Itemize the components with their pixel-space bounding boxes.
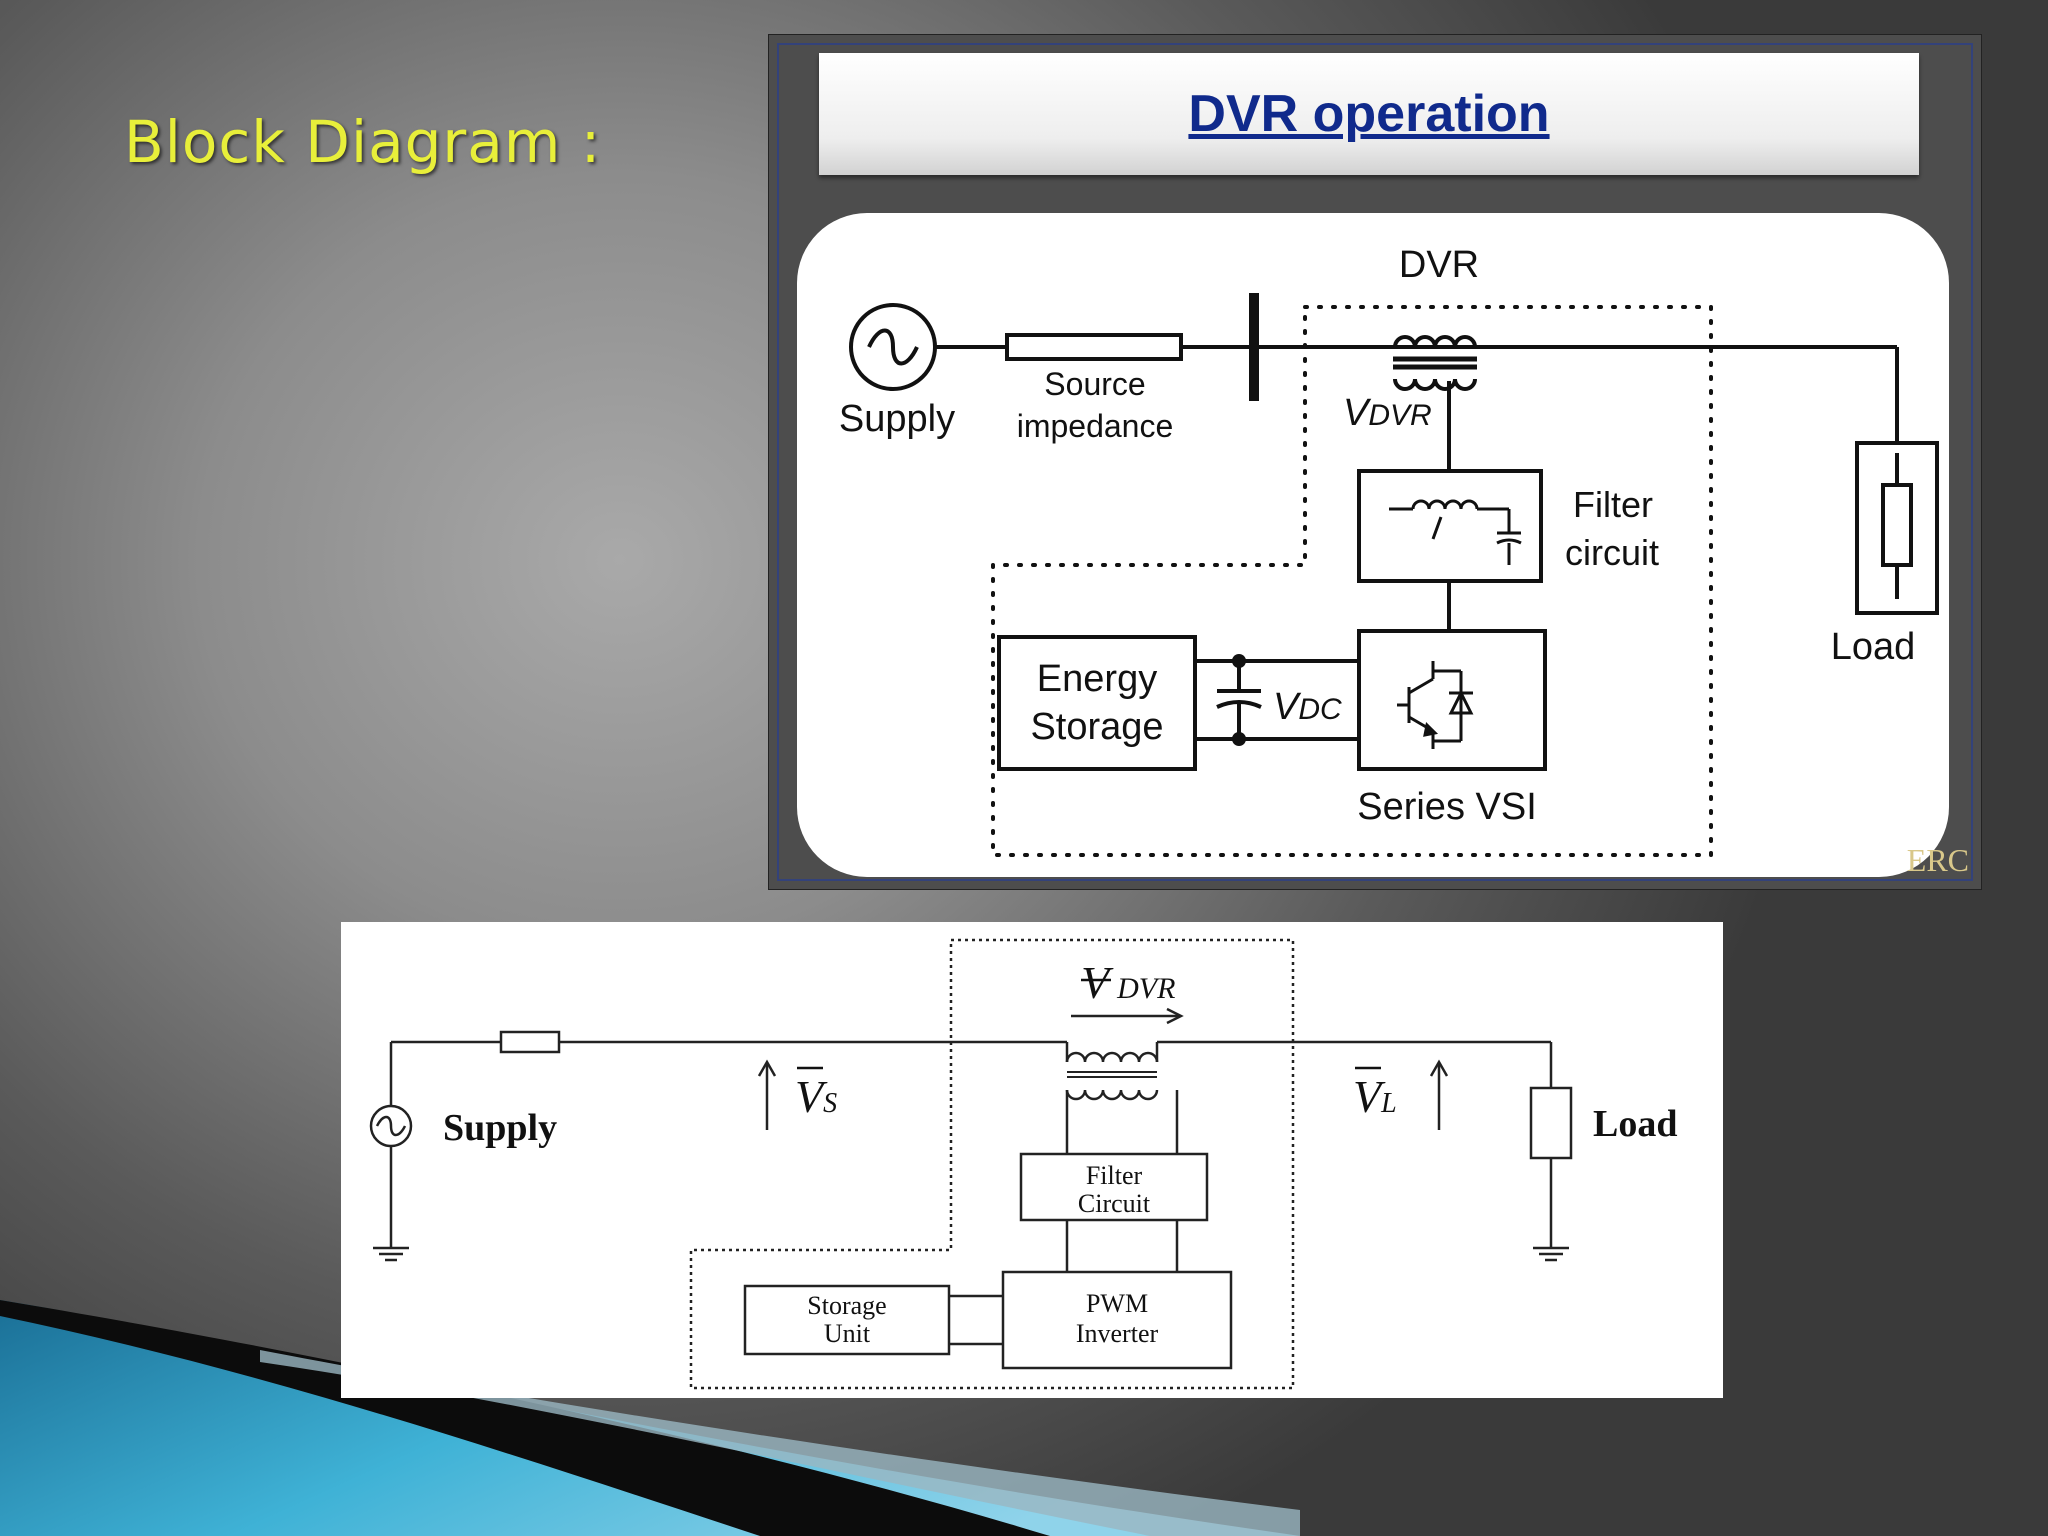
sine-wave-icon [867,328,919,366]
vdvr-label: VDVR [1343,392,1432,434]
load-label: Load [1831,626,1916,668]
junction-dot [1232,732,1246,746]
source-impedance-label-line2: impedance [1017,408,1174,444]
energy-storage-block [997,635,1197,771]
filter-circuit-block [1019,1152,1209,1222]
sine-wave-icon [375,1115,407,1137]
pwm-label-line2: Inverter [1076,1319,1159,1348]
load-resistor-icon [1881,483,1913,567]
figure-frame [777,43,1973,881]
source-impedance-block [499,1030,561,1054]
storage-unit-block [743,1284,951,1356]
dvr-boundary [991,305,1713,857]
series-vsi-label: Series VSI [1357,786,1537,828]
filter-label-line1: Filter [1573,484,1653,525]
dc-capacitor-icon [1216,661,1262,739]
pwm-label-line1: PWM [1086,1289,1148,1318]
supply-label: Supply [839,398,955,440]
source-impedance-block [1005,333,1183,361]
vl-arrow-icon [1429,1059,1449,1130]
load-resistor-icon [1529,1086,1573,1160]
series-transformer-icon [1065,1042,1159,1101]
dvr-operation-figure: DVR operation [768,34,1982,890]
dvr-circuit-diagram: DVR Supply Source impedance VDVR Filter … [839,244,1939,857]
supply-label: Supply [443,1107,557,1149]
filter-label-line2: Circuit [1078,1189,1151,1218]
figure-title-banner: DVR operation [819,53,1919,175]
filter-circuit-block [1357,469,1543,583]
dvr-boundary [689,938,1295,1390]
igbt-switch-icon [1397,661,1474,749]
dvr-circuit-panel: DVR Supply Source impedance VDVR Filter … [797,213,1949,877]
vdc-label: VDC [1273,686,1342,728]
dvr-label: DVR [1399,244,1479,286]
dvr-schematic-diagram: VDVR VS VL Supply Load Filter Circuit St… [369,938,1677,1390]
storage-label-line2: Unit [824,1319,871,1348]
vs-label: VS [795,1071,837,1122]
slide-title: Block Diagram : [124,108,602,176]
junction-dot [1232,654,1246,668]
energy-storage-label-line1: Energy [1037,658,1157,700]
decorative-swoosh [0,1300,1300,1536]
erc-watermark: ERC [1906,842,1969,878]
lc-filter-icon [1389,499,1522,565]
ground-icon [1533,1246,1569,1262]
energy-storage-label-line2: Storage [1030,706,1163,748]
vdvr-arrow-icon [1071,1007,1184,1025]
filter-label-line2: circuit [1565,532,1659,573]
series-transformer-icon [1393,335,1477,391]
filter-label-line1: Filter [1086,1161,1143,1190]
vs-arrow-icon [757,1059,777,1130]
series-vsi-block [1357,629,1547,771]
figure-title: DVR operation [1188,85,1550,143]
load-block [1855,441,1939,615]
pwm-inverter-block [1001,1270,1233,1370]
load-label: Load [1593,1103,1677,1145]
storage-label-line1: Storage [807,1291,886,1320]
source-impedance-label-line1: Source [1044,366,1145,402]
vl-label: VL [1353,1071,1397,1122]
ground-icon [373,1246,409,1262]
